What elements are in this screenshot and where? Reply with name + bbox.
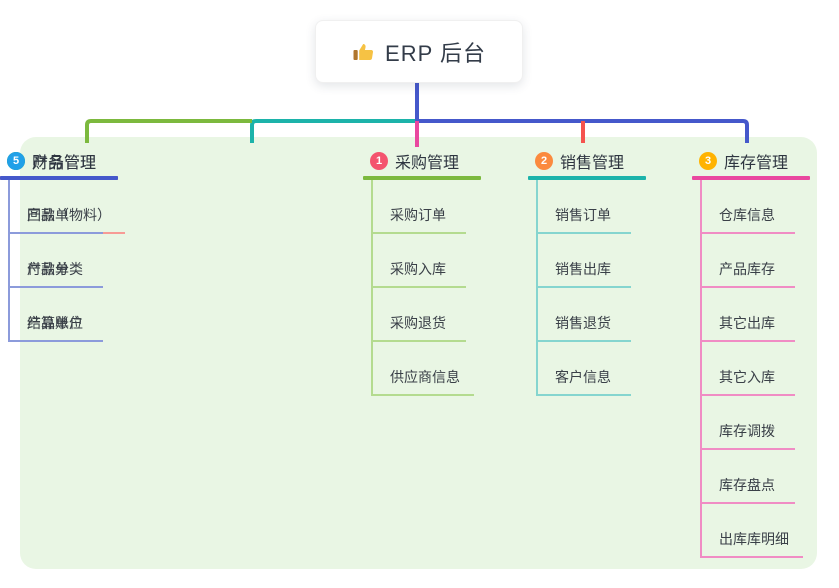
branch-underline (363, 176, 481, 180)
node-item[interactable]: 出库库明细 (702, 504, 803, 558)
mindmap-panel (20, 137, 817, 569)
node-item-label: 库存调拨 (719, 423, 775, 439)
node-item[interactable]: 仓库信息 (702, 180, 795, 234)
branch-underline (528, 176, 646, 180)
node-item[interactable]: 结算账户 (10, 288, 103, 342)
node-item[interactable]: 供应商信息 (373, 342, 474, 396)
node-item-label: 销售订单 (555, 207, 611, 223)
node-item-label: 出库库明细 (719, 531, 789, 547)
root-node-label: ERP 后台 (385, 40, 486, 66)
badge-5: 5 (7, 152, 25, 170)
node-item[interactable]: 销售出库 (538, 234, 631, 288)
branch-label: 库存管理 (724, 155, 789, 172)
node-item-label: 销售出库 (555, 261, 611, 277)
branch-label: 销售管理 (560, 155, 625, 172)
branch-sales: 2 销售管理 销售订单销售出库销售退货客户信息 (528, 146, 646, 396)
branch-purchase: 1 采购管理 采购订单采购入库采购退货供应商信息 (363, 146, 481, 396)
branch-title[interactable]: 5 财务管理 (0, 146, 118, 176)
node-item[interactable]: 产品库存 (702, 234, 795, 288)
branch-items: 销售订单销售出库销售退货客户信息 (536, 180, 646, 396)
badge-1: 1 (370, 152, 388, 170)
branch-underline (692, 176, 810, 180)
node-item[interactable]: 其它出库 (702, 288, 795, 342)
node-item[interactable]: 库存调拨 (702, 396, 795, 450)
branch-items: 仓库信息产品库存其它出库其它入库库存调拨库存盘点出库库明细 (700, 180, 810, 558)
node-item-label: 付款单 (27, 261, 69, 277)
node-item-label: 客户信息 (555, 369, 611, 385)
branch-label: 财务管理 (32, 155, 97, 172)
node-item-label: 产品库存 (719, 261, 775, 277)
branch-underline (0, 176, 118, 180)
badge-2: 2 (535, 152, 553, 170)
node-item-label: 产品（物料） (27, 207, 111, 223)
branch-title[interactable]: 1 采购管理 (363, 146, 481, 176)
branch-items: 采购订单采购入库采购退货供应商信息 (371, 180, 481, 396)
node-item[interactable]: 回款单 (10, 180, 103, 234)
node-item[interactable]: 采购订单 (373, 180, 466, 234)
thumbs-up-icon (352, 40, 376, 64)
branch-label: 产品管理 (32, 155, 97, 172)
node-item[interactable]: 销售退货 (538, 288, 631, 342)
branch-finance: 5 财务管理 回款单付款单结算账户 (0, 146, 118, 342)
node-item[interactable]: 付款单 (10, 234, 103, 288)
node-item[interactable]: 采购入库 (373, 234, 466, 288)
node-item[interactable]: 销售订单 (538, 180, 631, 234)
node-item-label: 产品单位 (27, 315, 83, 331)
node-item-label: 供应商信息 (390, 369, 460, 385)
branch-items: 回款单付款单结算账户 (8, 180, 118, 342)
node-item[interactable]: 采购退货 (373, 288, 466, 342)
node-item-label: 采购订单 (390, 207, 446, 223)
root-node[interactable]: ERP 后台 (315, 20, 523, 83)
node-item-label: 其它入库 (719, 369, 775, 385)
node-item-label: 其它出库 (719, 315, 775, 331)
node-item-label: 采购退货 (390, 315, 446, 331)
branch-label: 采购管理 (395, 155, 460, 172)
node-item[interactable]: 其它入库 (702, 342, 795, 396)
badge-3: 3 (699, 152, 717, 170)
node-item-label: 产品分类 (27, 261, 83, 277)
node-item-label: 采购入库 (390, 261, 446, 277)
node-item-label: 销售退货 (555, 315, 611, 331)
node-item[interactable]: 库存盘点 (702, 450, 795, 504)
branch-title[interactable]: 3 库存管理 (692, 146, 810, 176)
node-item[interactable]: 客户信息 (538, 342, 631, 396)
branch-title[interactable]: 2 销售管理 (528, 146, 646, 176)
node-item-label: 库存盘点 (719, 477, 775, 493)
node-item-label: 仓库信息 (719, 207, 775, 223)
node-item-label: 回款单 (27, 207, 69, 223)
branch-inventory: 3 库存管理 仓库信息产品库存其它出库其它入库库存调拨库存盘点出库库明细 (692, 146, 810, 558)
node-item-label: 结算账户 (27, 315, 83, 331)
